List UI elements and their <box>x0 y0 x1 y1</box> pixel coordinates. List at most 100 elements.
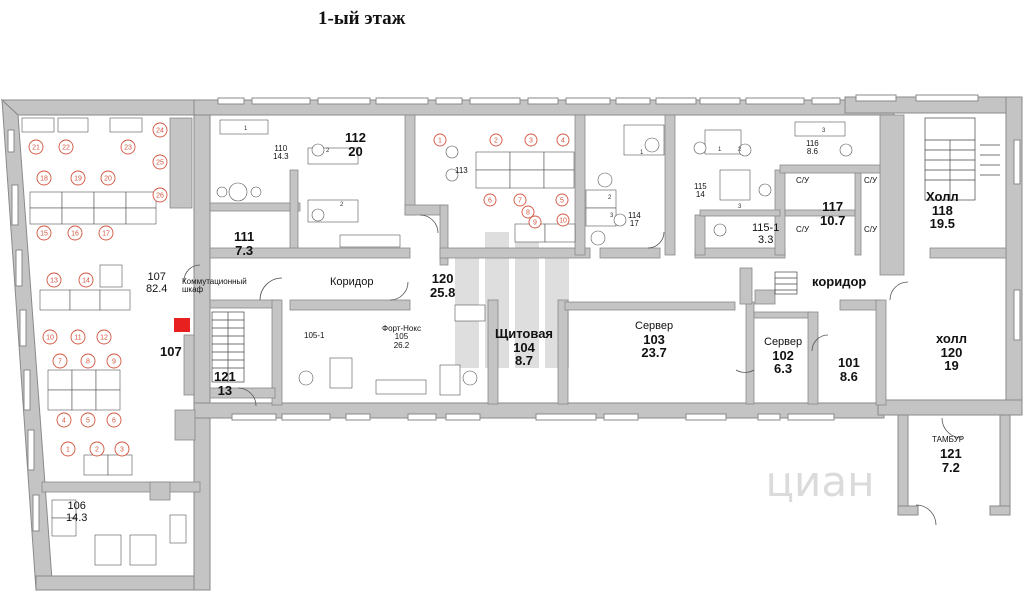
seat-marker <box>152 154 168 170</box>
seat-number: 5 <box>86 418 90 425</box>
seat-marker <box>556 133 570 147</box>
seat-marker <box>60 441 76 457</box>
seat-number: 8 <box>526 210 530 217</box>
seat-marker <box>152 122 168 138</box>
seat-number: 5 <box>560 198 564 205</box>
corridor-label-1: Коридор <box>330 276 374 288</box>
note-112-2: 2 <box>340 202 344 208</box>
wc-label-1: С/У <box>796 176 810 185</box>
floor-title: 1-ый этаж <box>318 8 406 29</box>
watermark-text: циан <box>765 457 874 506</box>
doors <box>183 214 963 526</box>
seat-marker <box>70 170 86 186</box>
seat-marker <box>70 329 86 345</box>
seat-number: 8 <box>86 359 90 366</box>
seat-marker <box>28 139 44 155</box>
windows-left <box>7 129 1021 532</box>
seat-marker <box>556 213 570 227</box>
windows-bottom <box>231 413 835 421</box>
seat-marker <box>555 193 569 207</box>
switch-cabinet-label: Коммутационный шкаф <box>182 277 247 295</box>
note-115-3: 3 <box>738 204 742 210</box>
seat-number: 26 <box>156 193 164 200</box>
seat-number: 12 <box>100 335 108 342</box>
room-105-1-label: 105-1 <box>304 331 325 340</box>
room-107-label-alt: 107 <box>160 344 182 359</box>
seat-marker <box>36 170 52 186</box>
seat-marker <box>521 205 535 219</box>
note-114-3: 3 <box>610 213 614 219</box>
seat-number: 23 <box>124 145 132 152</box>
staircase-corridor <box>774 271 798 295</box>
chairs <box>216 137 853 386</box>
seat-marker <box>489 133 503 147</box>
seat-marker <box>106 412 122 428</box>
seat-number: 2 <box>95 447 99 454</box>
seat-number: 24 <box>156 128 164 135</box>
staircase-121 <box>211 311 245 383</box>
seat-number: 10 <box>46 335 54 342</box>
seat-number: 1 <box>438 138 442 145</box>
note-114-2: 2 <box>608 195 612 201</box>
seat-number: 11 <box>74 335 81 342</box>
seat-number: 14 <box>82 278 90 285</box>
seat-marker <box>100 170 116 186</box>
seat-number: 9 <box>112 359 116 366</box>
seat-number: 3 <box>120 447 124 454</box>
seat-number: 1 <box>66 447 70 454</box>
seat-number: 4 <box>62 418 66 425</box>
seat-marker <box>152 187 168 203</box>
seat-marker <box>78 272 94 288</box>
windows-top <box>217 94 979 105</box>
seat-marker <box>58 139 74 155</box>
seat-number: 20 <box>104 176 112 183</box>
seat-number: 3 <box>529 138 533 145</box>
note-115-1: 1 <box>718 147 722 153</box>
interior-walls <box>41 114 1007 501</box>
seat-number: 6 <box>488 198 492 205</box>
note-112-1: 2 <box>326 148 330 154</box>
seat-marker <box>56 412 72 428</box>
seat-marker <box>433 133 447 147</box>
seat-marker <box>52 353 68 369</box>
seat-number: 22 <box>62 145 70 152</box>
seat-number: 19 <box>74 176 82 183</box>
seat-number: 9 <box>533 220 537 227</box>
seat-marker <box>98 225 114 241</box>
seat-marker <box>89 441 105 457</box>
seat-number: 7 <box>518 198 522 205</box>
seat-marker <box>80 353 96 369</box>
seat-marker <box>513 193 527 207</box>
seat-number: 2 <box>494 138 498 145</box>
seat-marker <box>483 193 497 207</box>
seat-marker <box>46 272 62 288</box>
seat-number: 13 <box>50 278 58 285</box>
seat-marker <box>96 329 112 345</box>
seat-number: 16 <box>71 231 79 238</box>
room-121-tambour-label: ТАМБУР <box>932 435 965 444</box>
wc-label-3: С/У <box>796 225 810 234</box>
switch-cabinet-marker <box>174 318 190 332</box>
seat-marker <box>120 139 136 155</box>
wc-label-2: С/У <box>864 176 878 185</box>
note-114-1: 1 <box>640 150 644 156</box>
